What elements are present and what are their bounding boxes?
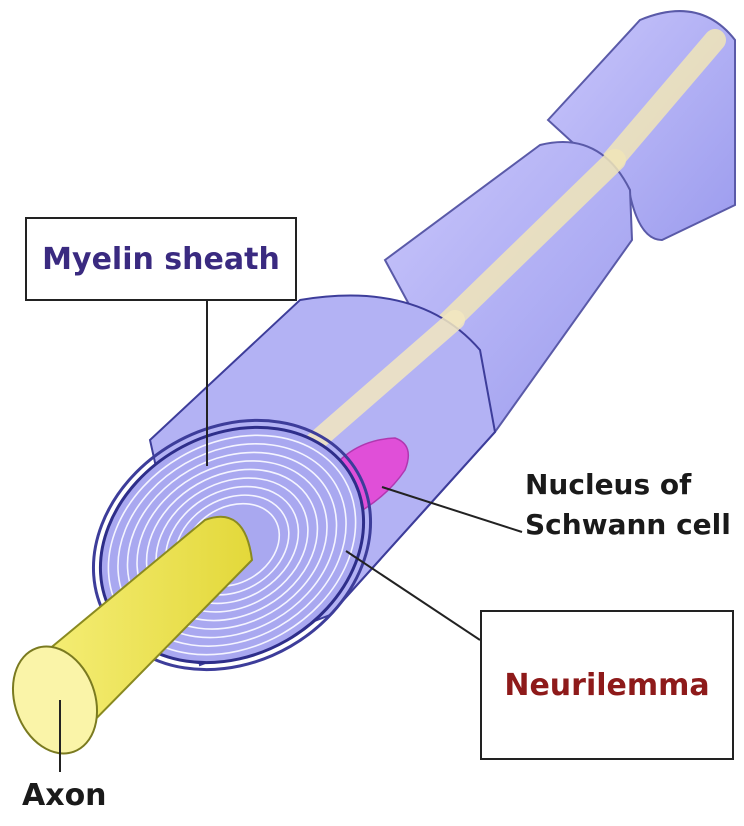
nucleus-label-line-1: Nucleus of — [525, 468, 731, 502]
neurilemma-label-box: Neurilemma — [480, 610, 734, 760]
nucleus-of-schwann-cell-label: Nucleus of Schwann cell — [525, 468, 731, 542]
axon-label: Axon — [22, 778, 107, 813]
neurilemma-label: Neurilemma — [504, 668, 709, 703]
nucleus-label-line-2: Schwann cell — [525, 508, 731, 542]
myelin-sheath-label: Myelin sheath — [42, 242, 280, 277]
neurilemma-leader-line — [346, 551, 480, 640]
myelin-sheath-label-box: Myelin sheath — [25, 217, 297, 301]
